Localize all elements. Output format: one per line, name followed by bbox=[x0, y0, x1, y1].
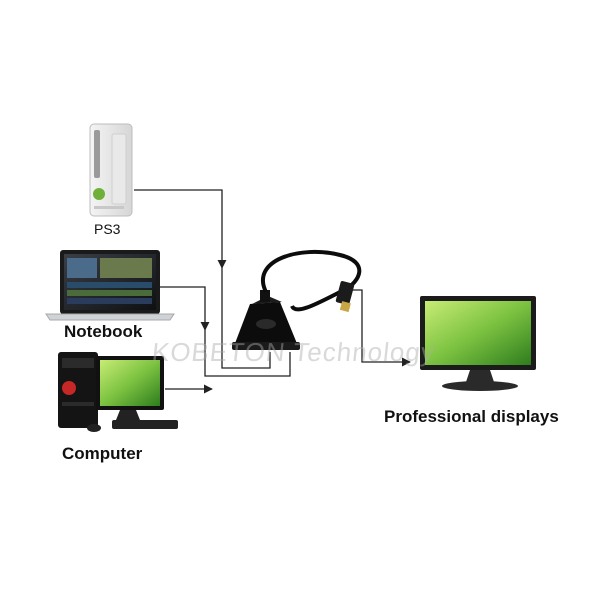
professional-display-icon bbox=[420, 296, 536, 391]
notebook-label: Notebook bbox=[64, 322, 143, 341]
hdmi-switch-hub-icon bbox=[232, 290, 300, 350]
brand-watermark: KOBETON Technology bbox=[150, 337, 437, 367]
switch-up-path bbox=[221, 268, 271, 369]
computer-label: Computer bbox=[62, 444, 143, 463]
ps3-label: PS3 bbox=[94, 221, 121, 237]
switch-to-display-arrow bbox=[350, 289, 411, 367]
computer-desktop-icon bbox=[58, 352, 178, 432]
hdmi-cable bbox=[261, 250, 362, 312]
notebook-to-switch-arrow bbox=[160, 286, 210, 331]
professional-displays-label: Professional displays bbox=[384, 407, 559, 426]
notebook-laptop-icon bbox=[45, 250, 175, 321]
switch-to-computer-path bbox=[204, 330, 291, 377]
ps3-to-switch-arrow bbox=[134, 189, 227, 269]
connection-arrows bbox=[134, 189, 411, 394]
ps3-console-icon bbox=[89, 123, 133, 217]
hdmi-plug-icon bbox=[335, 281, 355, 305]
